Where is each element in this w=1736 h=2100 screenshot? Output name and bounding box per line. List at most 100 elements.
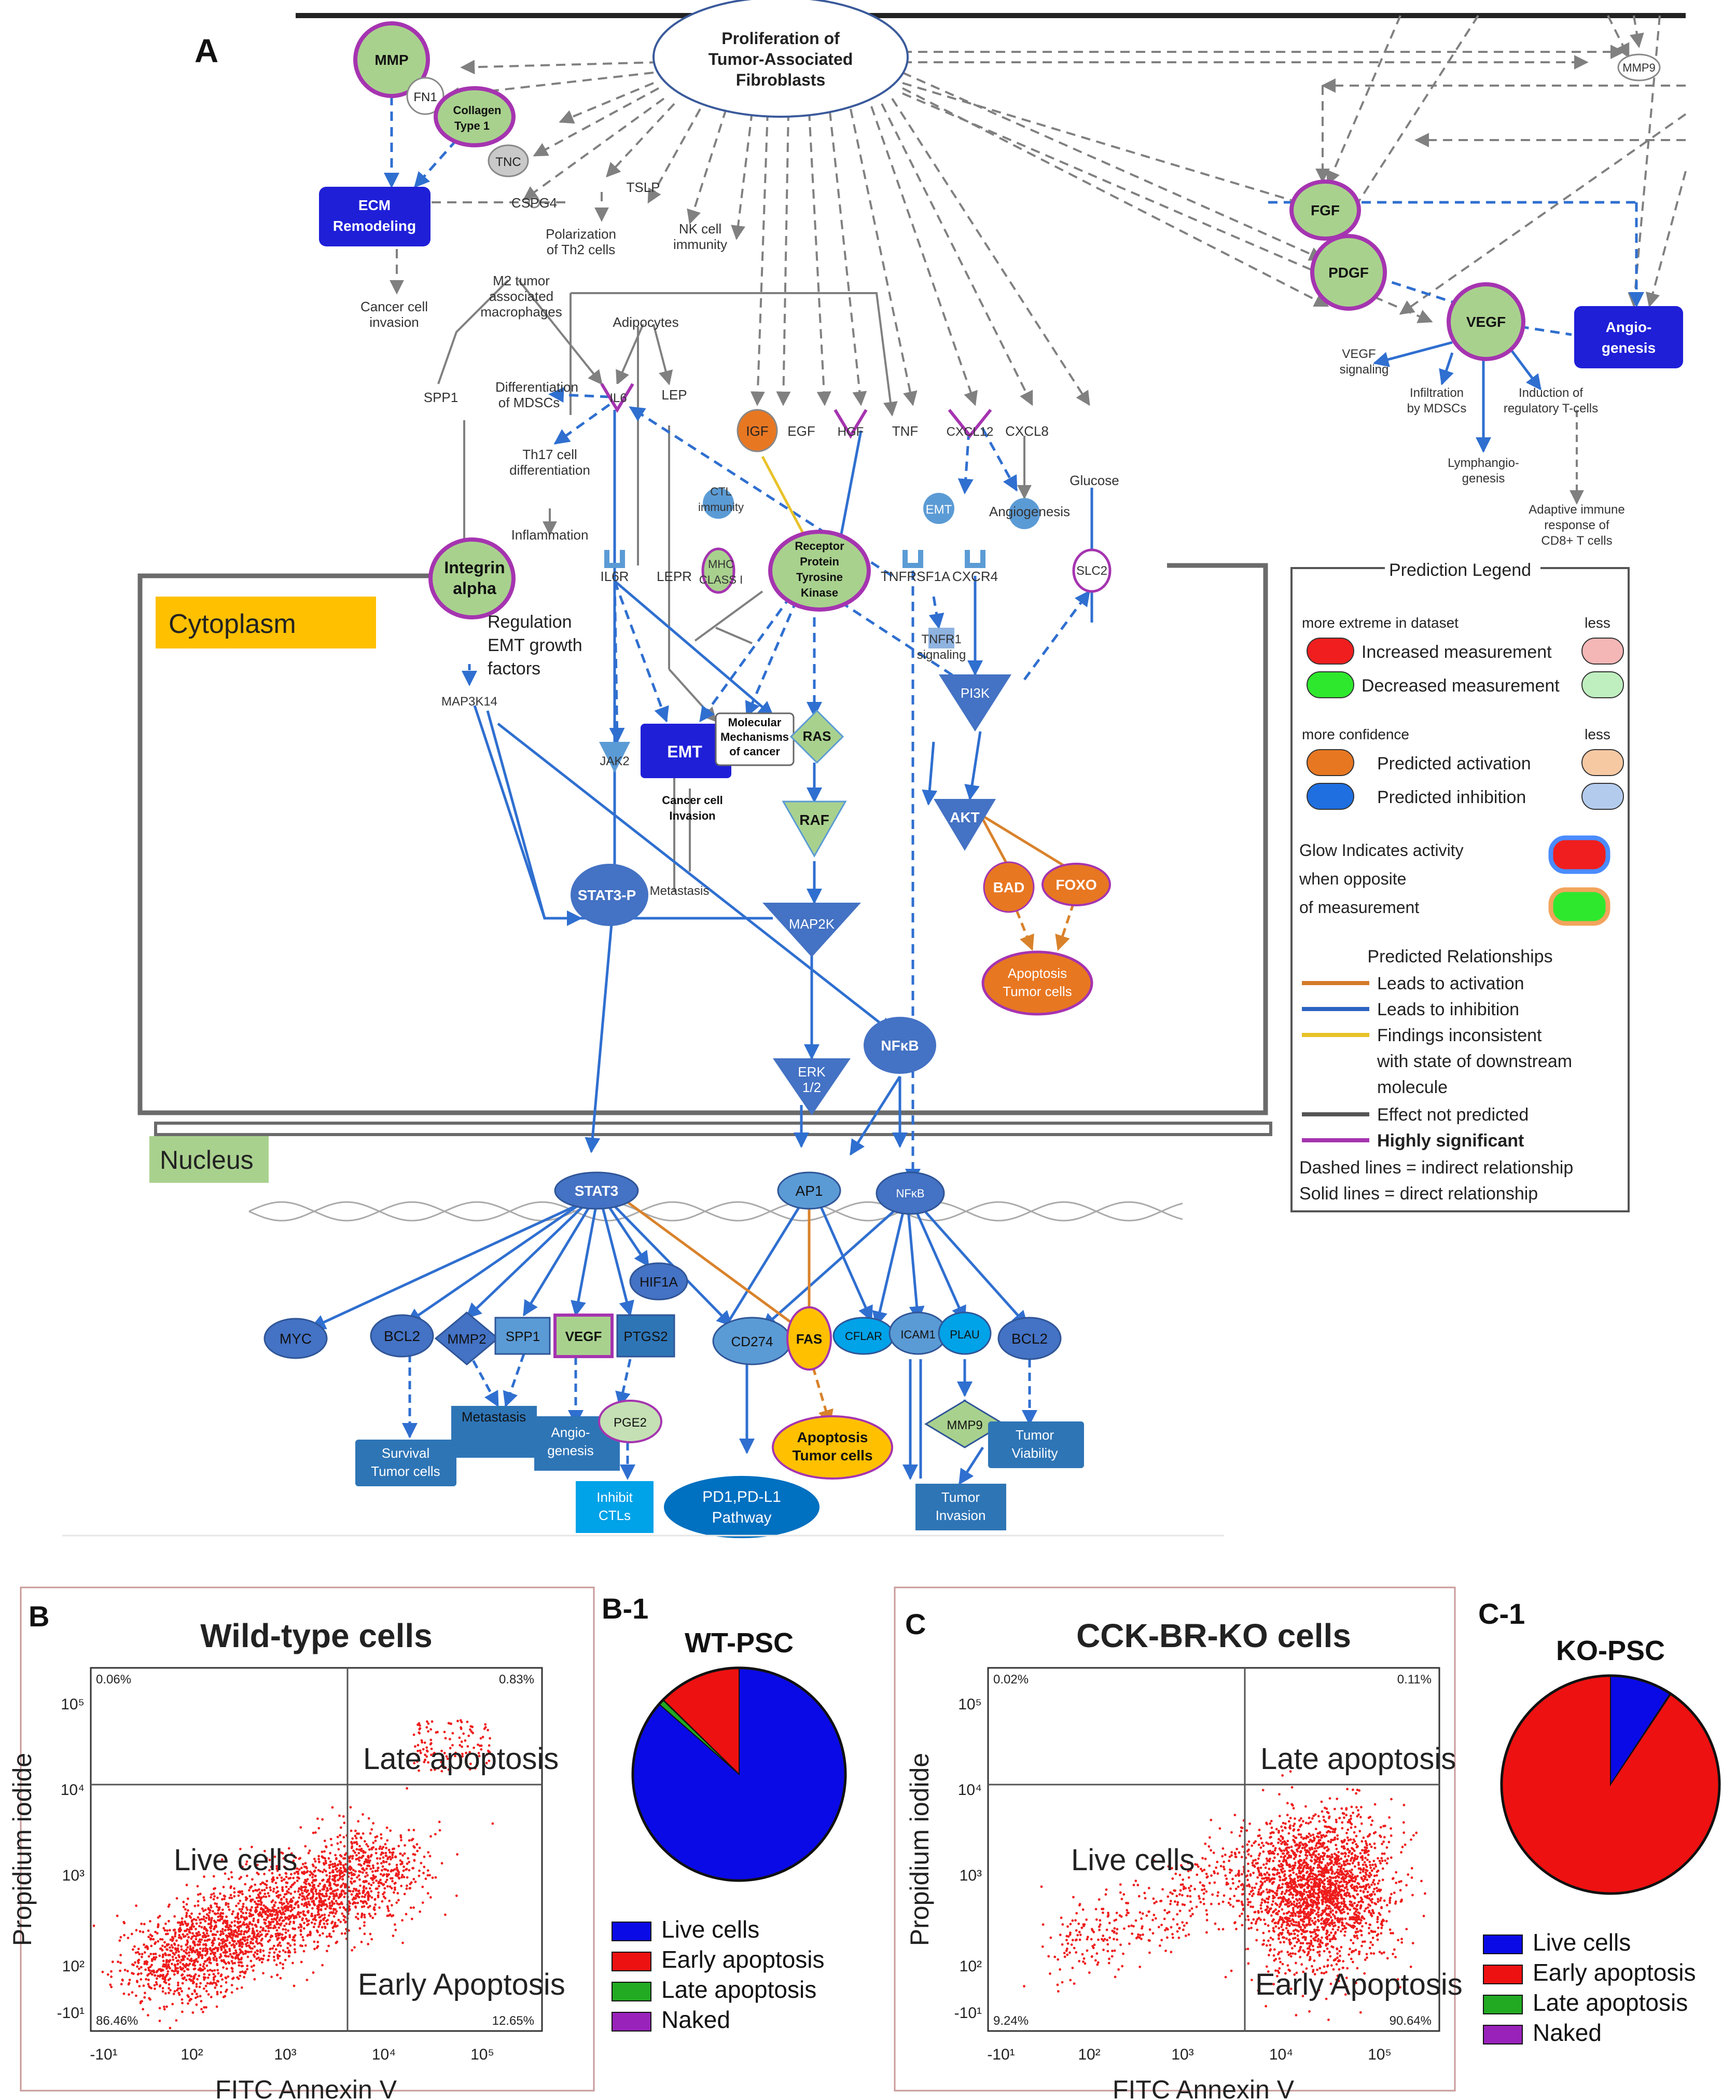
mmp9-top-node[interactable] <box>1617 53 1661 81</box>
integrin-node[interactable] <box>428 537 516 619</box>
fgf-node[interactable] <box>1289 179 1361 241</box>
tumor-invasion-node[interactable] <box>915 1484 1006 1530</box>
spp1-nuc-node[interactable] <box>494 1317 551 1355</box>
tnfrsf1a-node[interactable] <box>902 550 923 568</box>
stat3-node[interactable] <box>554 1171 639 1210</box>
survival-node[interactable] <box>355 1440 456 1486</box>
scatter-point <box>365 1867 368 1870</box>
scatter-point <box>384 1881 387 1884</box>
mmp-node[interactable] <box>353 21 430 98</box>
tnc-node[interactable] <box>488 144 529 177</box>
scatter-point <box>1223 1860 1226 1863</box>
mhc-node[interactable] <box>701 547 735 594</box>
angiogenesis-node[interactable] <box>1574 306 1683 368</box>
collagen-node[interactable] <box>434 86 516 147</box>
pdgf-node[interactable] <box>1310 234 1387 311</box>
scatter-point <box>1361 1855 1364 1858</box>
mmp2-node[interactable] <box>434 1311 499 1365</box>
nfkb-cyto-node[interactable] <box>864 1017 936 1074</box>
ptgs2-label: PTGS2 <box>623 1329 668 1344</box>
scatter-point <box>1310 1935 1313 1938</box>
viability-node[interactable] <box>988 1421 1084 1468</box>
il6r-node[interactable] <box>604 550 625 568</box>
scatter-point <box>206 1948 209 1951</box>
il6-node[interactable] <box>600 383 634 413</box>
hub-node[interactable] <box>652 0 909 118</box>
tnfr1-node[interactable] <box>928 628 954 648</box>
scatter-point <box>210 1893 213 1896</box>
fn1-node[interactable] <box>406 77 445 115</box>
plau-node[interactable] <box>938 1311 992 1355</box>
ap1-node[interactable] <box>777 1171 841 1210</box>
igf-node[interactable] <box>737 409 778 452</box>
scatter-point <box>1353 1831 1356 1834</box>
ptgs2-node[interactable] <box>616 1314 675 1358</box>
nfkb-nuc-node[interactable] <box>876 1171 945 1215</box>
scatter-point <box>304 1845 307 1848</box>
rtk-node[interactable] <box>768 530 871 612</box>
mmp9-nuc-node[interactable] <box>924 1400 1005 1448</box>
scatter-point <box>1309 1869 1312 1872</box>
scatter-point <box>1372 1878 1376 1882</box>
bad-node[interactable] <box>983 861 1035 913</box>
ctl-node[interactable] <box>703 488 734 519</box>
ras-node[interactable] <box>789 709 844 764</box>
scatter-point <box>1336 1838 1339 1841</box>
scatter-point <box>1259 1846 1262 1849</box>
pge2-node[interactable] <box>598 1400 662 1443</box>
pi3k-node[interactable] <box>939 674 1011 731</box>
cspg4-node[interactable] <box>528 196 540 209</box>
scatter-point <box>182 1977 185 1980</box>
scatter-point <box>265 1925 268 1928</box>
scatter-point <box>1298 1890 1301 1894</box>
bcl2-right-node[interactable] <box>997 1317 1062 1360</box>
scatter-point <box>430 1720 434 1723</box>
hif1a-node[interactable] <box>629 1262 688 1301</box>
stat3p-node[interactable] <box>571 864 648 926</box>
angiogenesis-small-node[interactable] <box>1009 498 1040 529</box>
scatter-point <box>168 1929 171 1932</box>
scatter-point <box>1293 1921 1295 1923</box>
bcl2-left-node[interactable] <box>370 1314 434 1358</box>
scatter-point <box>267 1959 269 1961</box>
cxcl12-node[interactable] <box>948 409 992 438</box>
pd1-node[interactable] <box>664 1476 820 1538</box>
scatter-point <box>1338 1901 1340 1904</box>
jak2-node[interactable] <box>599 742 630 773</box>
scatter-point <box>205 1913 209 1916</box>
erk-node[interactable] <box>773 1058 851 1115</box>
scatter-point <box>287 1929 289 1932</box>
map2k-node[interactable] <box>762 903 861 957</box>
akt-node[interactable] <box>934 799 996 851</box>
myc-node[interactable] <box>263 1318 328 1359</box>
metastasis-nuc-node[interactable] <box>451 1406 537 1458</box>
raf-node[interactable] <box>782 800 847 858</box>
scatter-point <box>1340 1901 1343 1904</box>
scatter-point <box>254 1911 257 1914</box>
apoptosis-nuc-node[interactable] <box>772 1415 893 1480</box>
hgf-node[interactable] <box>834 409 868 439</box>
slc2-node[interactable] <box>1072 548 1112 593</box>
scatter-point <box>152 1938 155 1941</box>
scatter-point <box>1370 1823 1373 1827</box>
cxcr4-node[interactable] <box>965 550 985 568</box>
fas-node[interactable] <box>786 1306 832 1371</box>
scatter-point <box>245 1860 248 1863</box>
scatter-point <box>1410 1876 1413 1879</box>
scatter-point <box>1332 1876 1335 1880</box>
vegf-top-node[interactable] <box>1447 282 1525 361</box>
scatter-point <box>399 1834 402 1837</box>
scatter-point <box>259 1883 262 1886</box>
inhibit-node[interactable] <box>576 1481 654 1533</box>
emt-node[interactable] <box>641 724 731 778</box>
scatter-point <box>1310 1941 1313 1944</box>
scatter-point <box>329 1863 332 1867</box>
scatter-point <box>164 1992 167 1995</box>
vegf-nuc-node[interactable] <box>553 1314 614 1358</box>
apoptosis-cyto-node[interactable] <box>981 950 1093 1016</box>
ecm-node[interactable] <box>319 187 430 246</box>
foxo-node[interactable] <box>1041 863 1111 906</box>
emt-small-node[interactable] <box>923 493 954 524</box>
scatter-point <box>352 1849 355 1853</box>
scatter-point <box>1365 1953 1368 1956</box>
